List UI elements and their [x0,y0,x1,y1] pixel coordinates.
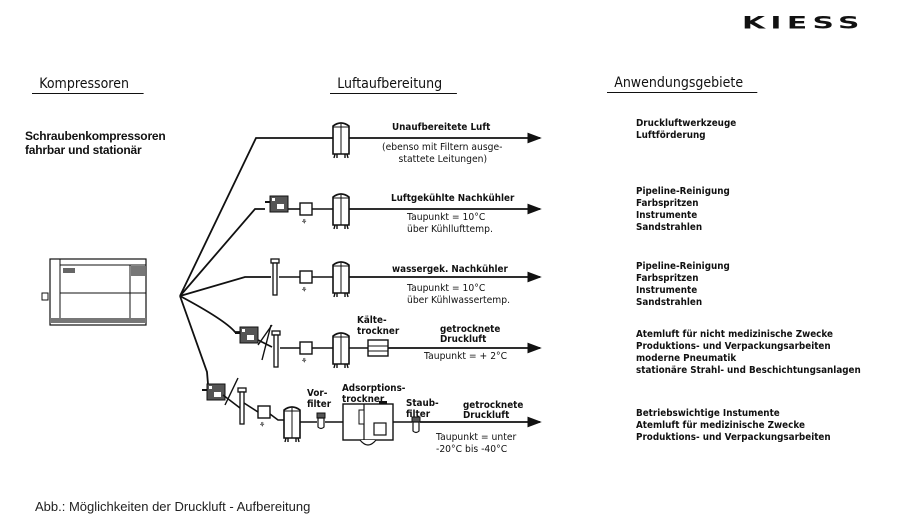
application-item: moderne Pneumatik [636,353,737,364]
heading-air-treatment: Luftaufbereitung [330,76,457,94]
note-line: über Kühlwassertemp. [407,295,511,306]
water-cooler-icon [271,330,281,368]
applications-line-4: Atemluft für nicht medizinische Zwecke P… [636,329,861,377]
line-5-title: getrocknete Druckluft [463,401,523,421]
label-line: filter [406,409,431,420]
compressor-subtitle-line: fahrbar und stationär [25,143,142,157]
application-item: Produktions- und Verpackungsarbeiten [636,432,831,443]
compressor-unit [41,258,147,326]
line-4-refrigeration-dryer [234,324,542,369]
label-line: Kälte- [357,315,387,326]
adsorption-dryer-icon [342,401,394,446]
compressor-subtitle-line: Schraubenkompressoren [25,129,166,143]
application-item: Farbspritzen [636,273,699,284]
air-cooler-icon [264,195,289,213]
kiess-logo: KIESS [742,14,865,33]
application-item: Pipeline-Reinigung [636,186,730,197]
figure-caption: Abb.: Möglichkeiten der Druckluft - Aufb… [35,499,311,514]
line-1-notes: (ebenso mit Filtern ausge- stattete Leit… [382,142,502,166]
note-line: stattete Leitungen) [398,154,488,165]
title-line: getrocknete [463,400,524,411]
line-5-notes: Taupunkt = unter -20°C bis -40°C [436,432,516,456]
line-2-title: Luftgekühlte Nachkühler [391,193,515,204]
label-line: filter [307,399,332,410]
applications-line-2: Pipeline-Reinigung Farbspritzen Instrume… [636,186,730,234]
separator-icon [299,270,313,295]
line-1-title: Unaufbereitete Luft [392,122,491,133]
tank-icon [332,332,350,369]
note-line: über Kühllufttemp. [407,224,493,235]
prefilter-icon [316,412,326,430]
line-3-title: wassergek. Nachkühler [392,264,508,275]
applications-line-1: Druckluftwerkzeuge Luftförderung [636,118,736,142]
note-line: Taupunkt = 10°C [407,212,486,223]
distribution-lines [179,137,333,385]
title-line: getrocknete [440,324,501,335]
line-5-adsorption-dryer [201,377,542,446]
tank-icon [332,193,350,230]
refrigeration-dryer-label: Kälte- trockner [357,315,399,337]
application-item: stationäre Strahl- und Beschichtungsanla… [636,365,861,376]
tank-icon [283,406,301,443]
dust-filter-label: Staub- filter [406,398,439,420]
application-item: Instrumente [636,285,698,296]
application-item: Sandstrahlen [636,222,703,233]
water-cooler-icon [237,387,247,425]
line-2-aircooled [264,193,542,230]
application-item: Instrumente [636,210,698,221]
note-line: Taupunkt = 10°C [407,283,486,294]
note-line: (ebenso mit Filtern ausge- [382,142,503,153]
prefilter-label: Vor- filter [307,388,331,410]
tank-icon [332,122,350,159]
applications-line-3: Pipeline-Reinigung Farbspritzen Instrume… [636,261,730,309]
air-cooler-icon [201,383,226,401]
applications-line-5: Betriebswichtige Instumente Atemluft für… [636,408,831,444]
tank-icon [332,261,350,298]
separator-icon [257,405,271,430]
refrigeration-dryer-icon [367,339,389,357]
label-line: Vor- [307,388,328,399]
label-line: Staub- [406,398,439,409]
heading-applications: Anwendungsgebiete [607,75,758,93]
line-4-title: getrocknete Druckluft [440,325,500,345]
separator-icon [299,202,313,227]
water-cooler-icon [270,258,280,296]
adsorption-dryer-label: Adsorptions- trockner [342,383,405,405]
line-1-raw-air [332,122,542,159]
application-item: Atemluft für nicht medizinische Zwecke [636,329,833,340]
title-line: Druckluft [463,410,510,421]
line-2-notes: Taupunkt = 10°C über Kühllufttemp. [407,212,493,236]
application-item: Pipeline-Reinigung [636,261,730,272]
title-line: Druckluft [440,334,487,345]
note-line: Taupunkt = unter [436,432,517,443]
application-item: Druckluftwerkzeuge [636,118,737,129]
application-item: Luftförderung [636,130,706,141]
application-item: Farbspritzen [636,198,699,209]
application-item: Betriebswichtige Instumente [636,408,780,419]
label-line: trockner [357,326,400,337]
line-3-notes: Taupunkt = 10°C über Kühlwassertemp. [407,283,510,307]
label-line: Adsorptions- [342,383,406,394]
application-item: Produktions- und Verpackungsarbeiten [636,341,831,352]
air-cooler-icon [234,326,259,344]
note-line: -20°C bis -40°C [436,444,508,455]
label-line: trockner [342,394,385,405]
line-3-watercooled [270,258,542,298]
compressor-subtitle: Schraubenkompressoren fahrbar und statio… [25,129,166,157]
application-item: Atemluft für medizinische Zwecke [636,420,805,431]
line-4-notes: Taupunkt = + 2°C [424,351,508,362]
separator-icon [299,341,313,366]
heading-compressors: Kompressoren [32,76,144,94]
application-item: Sandstrahlen [636,297,703,308]
